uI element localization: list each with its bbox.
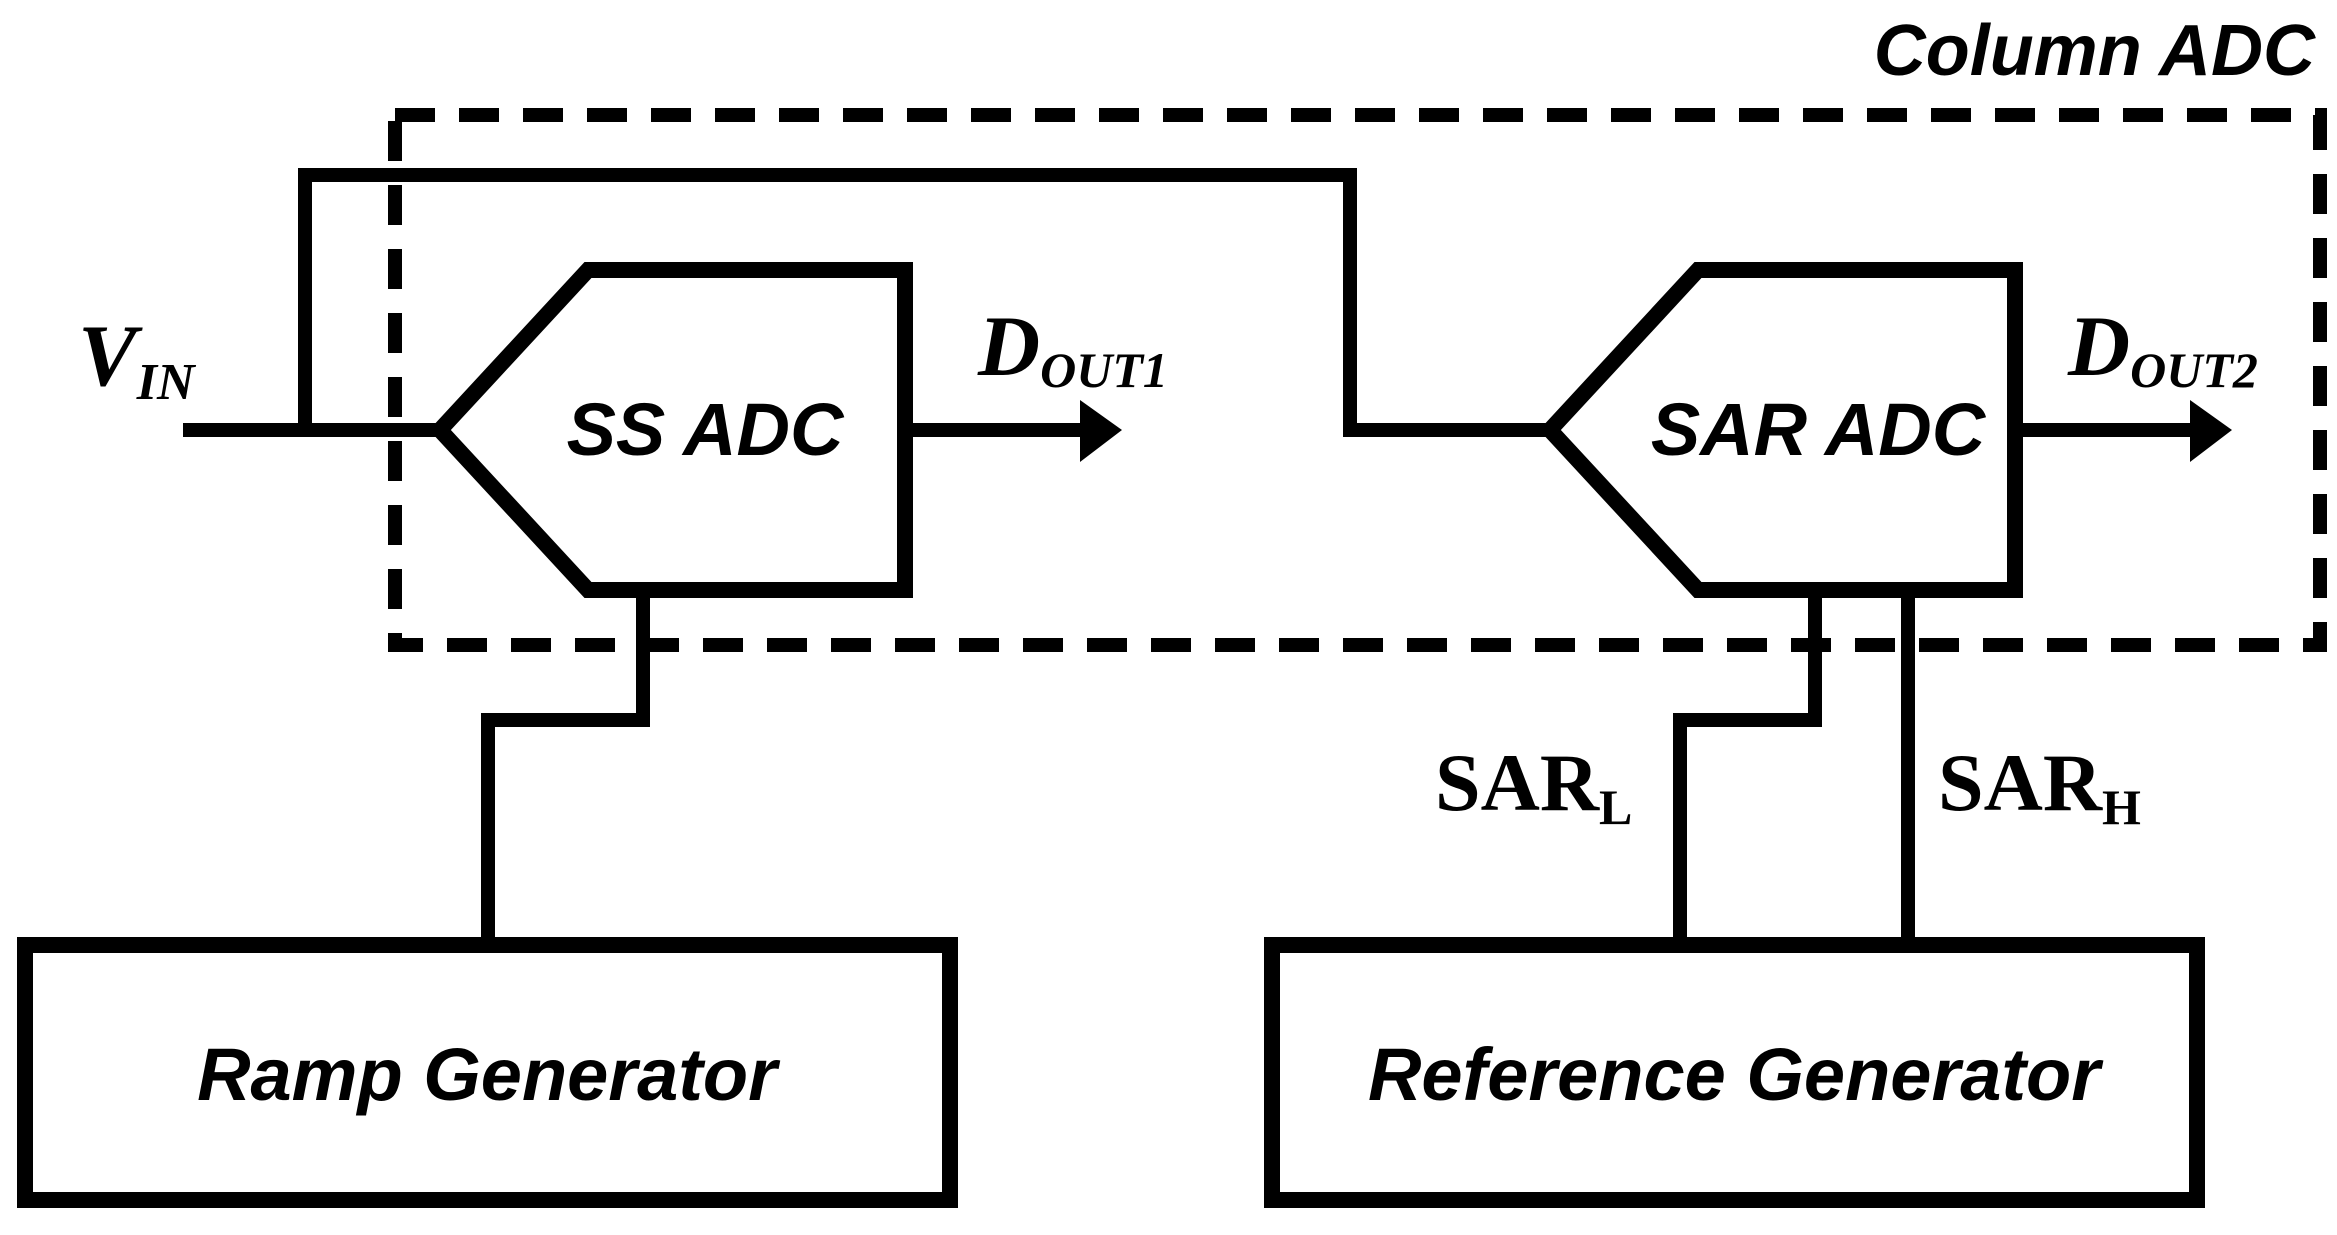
dout2-main: D	[2067, 298, 2130, 394]
column-adc-boundary	[388, 108, 2327, 652]
dout1-sub: OUT1	[1040, 342, 1168, 398]
ss-adc-label: SS ADC	[567, 388, 845, 471]
dout2-arrowhead	[2190, 400, 2232, 462]
dout2-sub: OUT2	[2130, 342, 2258, 398]
dout1-main: D	[977, 298, 1040, 394]
dout1-label: DOUT1	[977, 298, 1168, 398]
dout2-label: DOUT2	[2067, 298, 2258, 398]
vin-label: VIN	[78, 308, 197, 411]
reference-generator-label: Reference Generator	[1368, 1033, 2104, 1116]
ramp-generator-label: Ramp Generator	[197, 1033, 781, 1116]
sarl-main: SAR	[1435, 737, 1600, 828]
sarh-label: SARH	[1938, 737, 2141, 835]
bypass-wire	[298, 168, 1557, 437]
sarh-sub: H	[2102, 779, 2141, 835]
sar-adc-label: SAR ADC	[1651, 388, 1987, 471]
sarl-wire	[1673, 583, 1822, 952]
sarl-label: SARL	[1435, 737, 1632, 835]
sarl-sub: L	[1599, 779, 1632, 835]
sarh-main: SAR	[1938, 737, 2103, 828]
ramp-wire	[481, 583, 650, 952]
vin-sub: IN	[136, 354, 197, 411]
column-adc-title: Column ADC	[1874, 11, 2316, 91]
reference-generator-block	[1264, 937, 2205, 1208]
ramp-generator-block	[17, 937, 958, 1208]
dout1-arrowhead	[1080, 400, 1122, 462]
vin-main: V	[78, 308, 143, 405]
